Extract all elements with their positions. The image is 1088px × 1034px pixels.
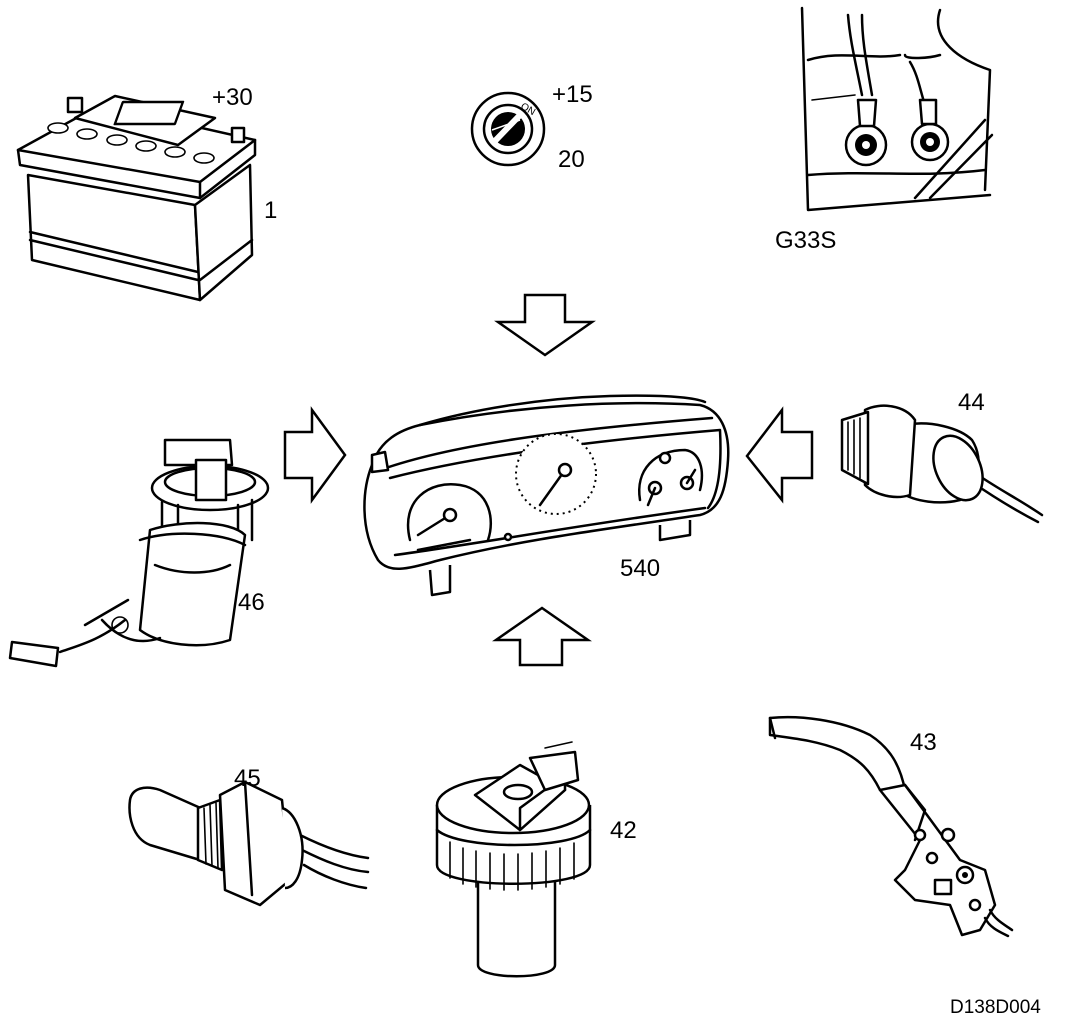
battery-terminal-label: +30 — [212, 84, 253, 111]
fuel-sender-number-label: 46 — [238, 589, 265, 616]
parking-brake-lever-icon — [768, 715, 1014, 938]
temperature-sensor-icon — [128, 780, 370, 907]
fluid-sensor-number-label: 42 — [610, 817, 637, 844]
arrow-up-icon — [492, 606, 592, 667]
ground-point-label: G33S — [775, 227, 836, 254]
battery-number-label: 1 — [264, 197, 277, 224]
temp-sensor-number-label: 45 — [234, 765, 261, 792]
ignition-terminal-label: +15 — [552, 81, 593, 108]
arrow-right-icon — [283, 406, 347, 504]
arrow-down-icon — [494, 293, 596, 357]
ignition-number-label: 20 — [558, 146, 585, 173]
arrow-left-icon — [745, 406, 814, 504]
pressure-switch-icon — [840, 404, 1044, 524]
battery-icon — [16, 94, 257, 302]
cluster-number-label: 540 — [620, 555, 660, 582]
pressure-switch-number-label: 44 — [958, 389, 985, 416]
instrument-cluster-icon — [363, 394, 730, 597]
ground-terminal-icon — [800, 6, 994, 212]
ignition-switch-icon: ON — [470, 91, 546, 167]
figure-code: D138D004 — [950, 997, 1041, 1018]
brake-switch-number-label: 43 — [910, 729, 937, 756]
fluid-level-sensor-icon — [435, 741, 592, 978]
fuel-pump-icon — [8, 438, 270, 668]
